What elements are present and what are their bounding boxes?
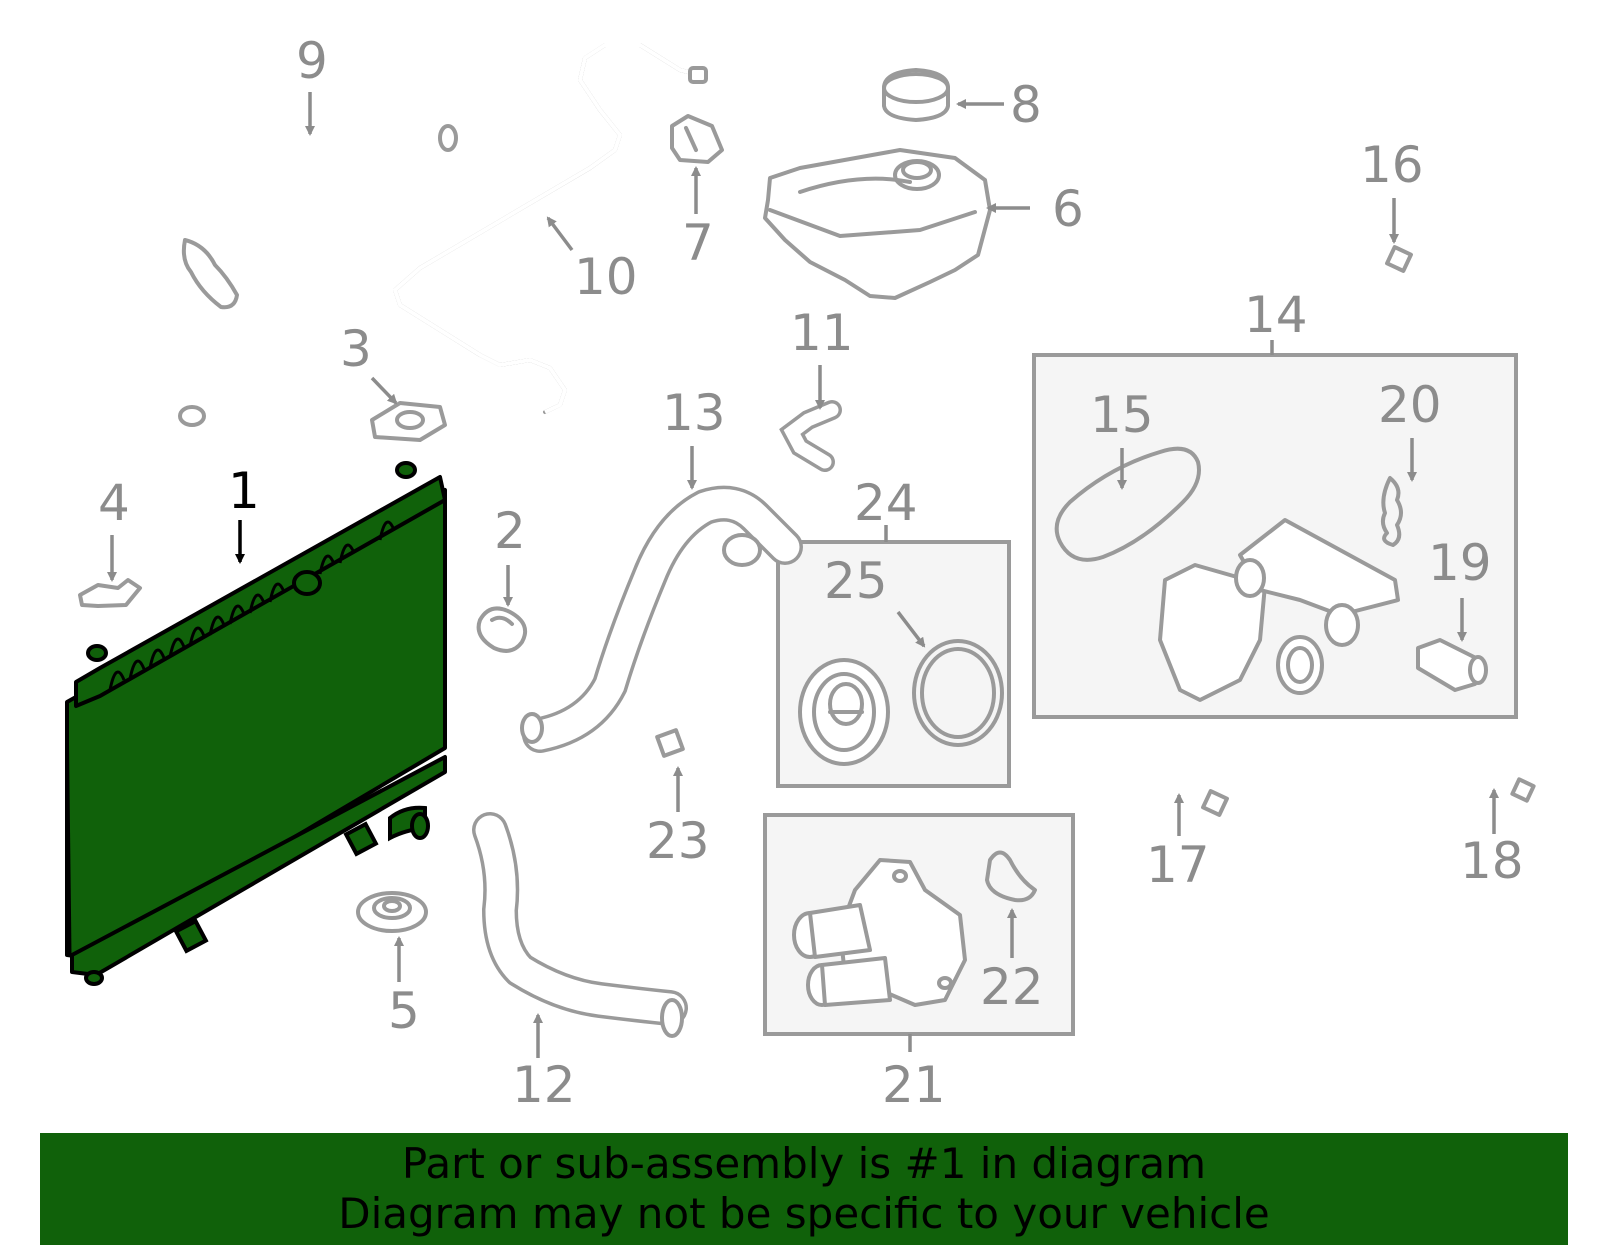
tube-part-10[interactable] [392, 43, 708, 414]
callout-5[interactable]: 5 [388, 982, 420, 1040]
insulator-part-5[interactable] [356, 891, 428, 933]
banner-line-disclaimer: Diagram may not be specific to your vehi… [338, 1189, 1270, 1238]
callout-3[interactable]: 3 [340, 320, 372, 378]
callout-20[interactable]: 20 [1378, 376, 1442, 434]
thermostat-part-24[interactable] [798, 658, 890, 766]
callout-18[interactable]: 18 [1460, 832, 1524, 890]
callout-11[interactable]: 11 [790, 304, 854, 362]
callout-21[interactable]: 21 [882, 1056, 946, 1114]
hose-part-13[interactable] [520, 485, 803, 753]
bolt-part-17[interactable] [1124, 754, 1229, 817]
gasket-part-22[interactable] [985, 850, 1037, 903]
callout-1[interactable]: 1 [228, 462, 260, 520]
callout-10[interactable]: 10 [574, 248, 638, 306]
callout-19[interactable]: 19 [1428, 534, 1492, 592]
clamp-part-2[interactable] [476, 606, 527, 653]
callout-6[interactable]: 6 [1052, 180, 1084, 238]
bolt-part-16[interactable] [1336, 228, 1413, 273]
bolt-part-23[interactable] [655, 716, 734, 758]
callout-7[interactable]: 7 [682, 214, 714, 272]
cap-part-8[interactable] [882, 68, 950, 122]
reservoir-part-6[interactable] [763, 148, 992, 300]
connector-part-7[interactable] [670, 114, 724, 164]
callout-17[interactable]: 17 [1146, 836, 1210, 894]
clip-part-20[interactable] [1380, 476, 1403, 547]
water-pump-part-14[interactable] [1158, 518, 1400, 702]
callout-13[interactable]: 13 [662, 384, 726, 442]
sensor-part-19[interactable] [1416, 638, 1488, 692]
disclaimer-banner: Part or sub-assembly is #1 in diagram Di… [40, 1133, 1568, 1245]
callout-23[interactable]: 23 [646, 812, 710, 870]
callout-12[interactable]: 12 [512, 1056, 576, 1114]
stud-part-18[interactable] [1425, 739, 1536, 803]
radiator-part[interactable] [65, 461, 447, 986]
sensor-part-4[interactable] [78, 578, 142, 608]
callout-16[interactable]: 16 [1360, 136, 1424, 194]
bracket-part-3[interactable] [370, 401, 447, 442]
banner-line-part: Part or sub-assembly is #1 in diagram [401, 1139, 1207, 1188]
seal-part-25[interactable] [912, 639, 1004, 747]
callout-25[interactable]: 25 [824, 552, 888, 610]
callout-24[interactable]: 24 [854, 474, 918, 532]
callout-2[interactable]: 2 [494, 502, 526, 560]
hose-part-12[interactable] [472, 812, 688, 1038]
gasket-part-15[interactable] [1054, 446, 1201, 562]
callout-22[interactable]: 22 [980, 958, 1044, 1016]
hose-part-9[interactable] [138, 124, 472, 427]
callout-9[interactable]: 9 [296, 32, 328, 90]
callout-8[interactable]: 8 [1010, 76, 1042, 134]
hose-part-11[interactable] [779, 400, 842, 472]
callout-15[interactable]: 15 [1090, 386, 1154, 444]
callout-4[interactable]: 4 [98, 474, 130, 532]
callout-14[interactable]: 14 [1244, 286, 1308, 344]
thermostat-housing-part-21[interactable] [792, 858, 967, 1007]
